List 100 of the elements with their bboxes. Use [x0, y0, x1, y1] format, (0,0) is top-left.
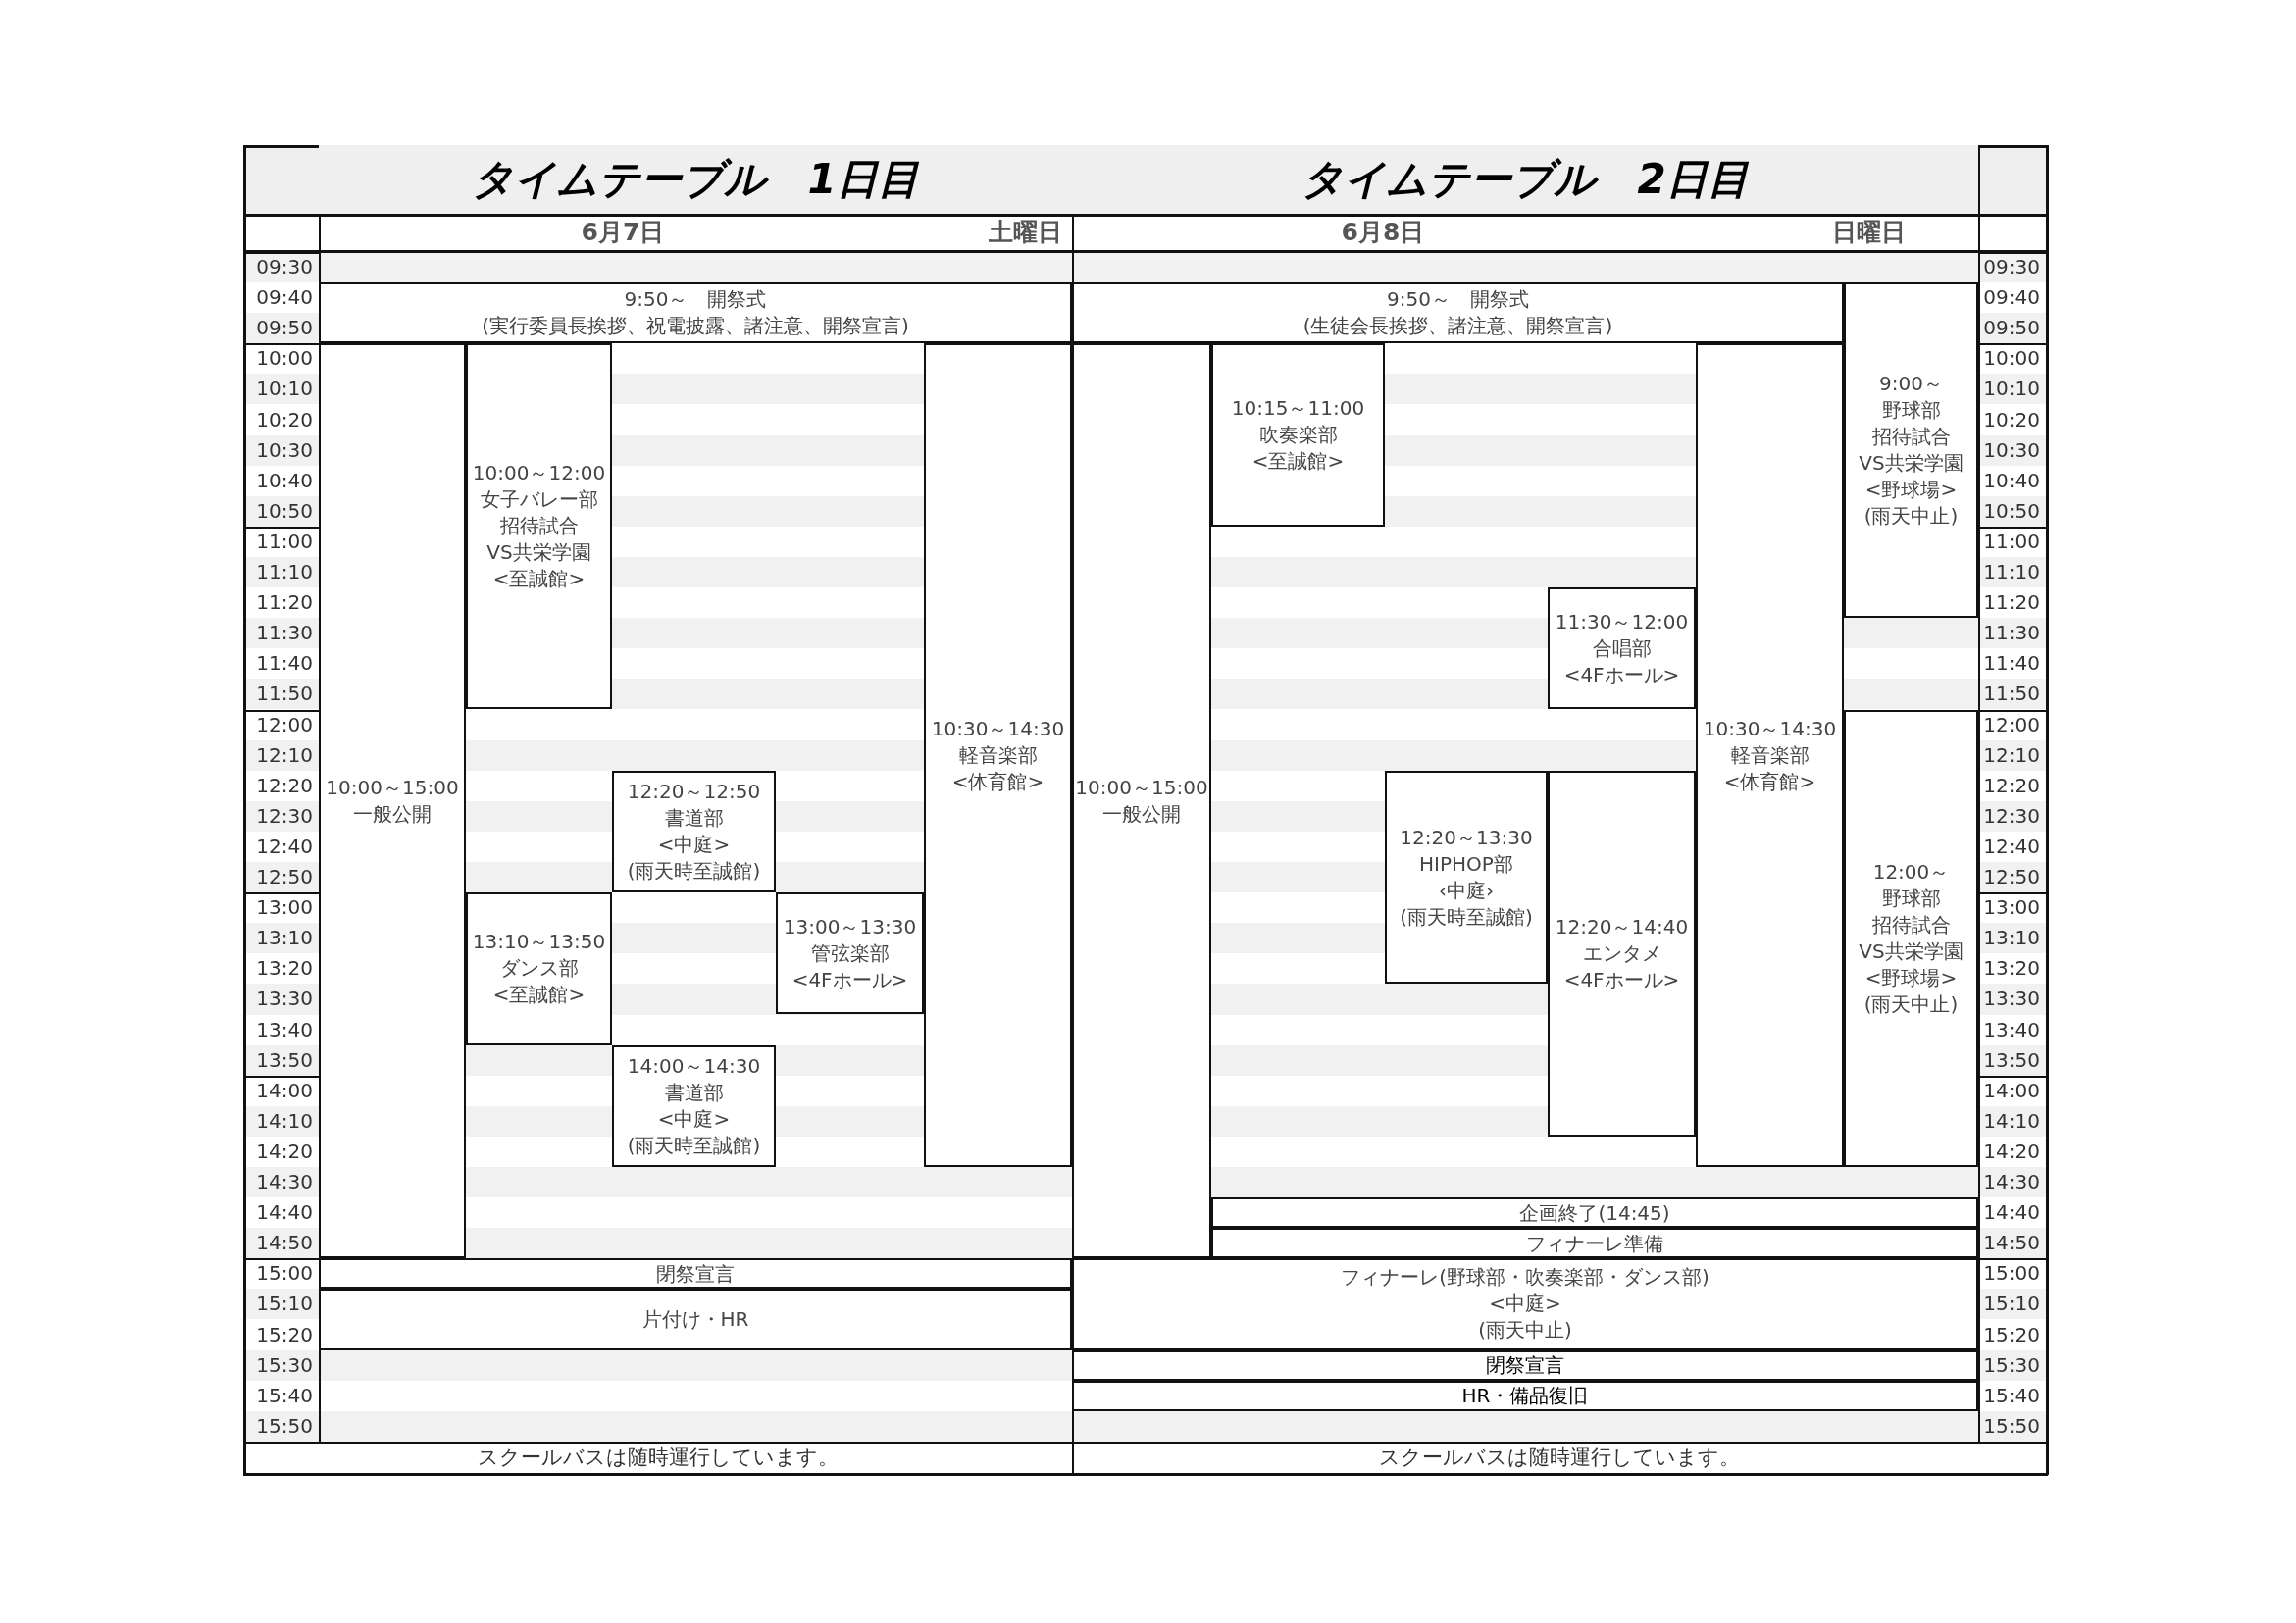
day-title: タイムテーブル 2日目: [1072, 145, 1978, 214]
event-text: ‹中庭›: [1439, 877, 1494, 904]
time-label: 11:10: [1982, 559, 2040, 585]
time-label: 11:40: [255, 650, 313, 678]
time-label: 15:30: [255, 1351, 313, 1379]
time-label: 10:10: [1982, 376, 2040, 403]
event-text: <中庭>: [1489, 1291, 1561, 1318]
event-text: (実行委員長挨拶、祝電披露、諸注意、開祭宣言): [482, 313, 909, 340]
event-box: [1844, 709, 1978, 1167]
event-box: [319, 1258, 1072, 1290]
time-label: 14:50: [255, 1230, 313, 1257]
time-label: 15:30: [1982, 1351, 2040, 1379]
time-label: 10:40: [1982, 467, 2040, 494]
time-label: 13:00: [255, 894, 313, 922]
event-text: 12:20～12:50: [627, 778, 761, 805]
time-label: 11:30: [255, 620, 313, 647]
event-text: (雨天時至誠館): [627, 1132, 761, 1159]
time-label: 12:40: [1982, 833, 2040, 860]
event-text: 14:00～14:30: [627, 1052, 761, 1080]
event-text: 企画終了(14:45): [1519, 1200, 1670, 1225]
event-box: [1696, 343, 1844, 1167]
event-text: (生徒会長挨拶、諸注意、開祭宣言): [1302, 313, 1613, 340]
time-label: 12:00: [255, 711, 313, 738]
event-text: <中庭>: [657, 1105, 731, 1133]
event-text: <中庭>: [657, 831, 731, 858]
time-label: 11:10: [255, 559, 313, 585]
event-text: 片付け・HR: [641, 1306, 749, 1333]
time-label: 13:10: [255, 925, 313, 952]
event-text: 女子バレー部: [480, 486, 598, 514]
time-label: 10:30: [1982, 436, 2040, 464]
event-text: (雨天時至誠館): [1400, 903, 1533, 931]
time-label: 12:20: [1982, 772, 2040, 799]
event-text: VS共栄学園: [1859, 450, 1964, 478]
event-box: [1385, 770, 1548, 985]
event-box: [1072, 1380, 1978, 1411]
event-box: [1211, 343, 1385, 527]
event-box: [776, 892, 924, 1015]
time-label: 14:20: [255, 1138, 313, 1165]
time-label: 14:00: [1982, 1077, 2040, 1104]
time-label: 13:00: [1982, 894, 2040, 922]
event-box: [466, 343, 612, 710]
event-text: 9:50～ 開祭式: [1387, 286, 1529, 314]
time-label: 14:40: [1982, 1199, 2040, 1227]
time-label: 09:50: [1982, 315, 2040, 342]
event-text: 9:50～ 開祭式: [624, 286, 767, 314]
event-text: <至誠館>: [492, 566, 586, 593]
event-text: 軽音楽部: [1730, 741, 1810, 769]
time-label: 10:30: [255, 436, 313, 464]
time-label: 12:10: [255, 741, 313, 769]
time-label: 11:20: [1982, 589, 2040, 617]
event-box: [1072, 343, 1211, 1259]
event-text: フィナーレ(野球部・吹奏楽部・ダンス部): [1341, 1264, 1709, 1292]
event-text: <体育館>: [1723, 768, 1816, 795]
event-text: 書道部: [664, 804, 724, 832]
time-label: 15:20: [255, 1321, 313, 1348]
event-box: [1072, 282, 1844, 344]
time-label: 13:10: [1982, 925, 2040, 952]
event-text: 9:00～: [1879, 371, 1943, 398]
event-box: [319, 282, 1072, 344]
time-label: 15:40: [255, 1382, 313, 1409]
time-label: 10:50: [1982, 497, 2040, 525]
time-label: 11:00: [255, 528, 313, 555]
event-box: [1211, 1197, 1978, 1229]
event-text: 書道部: [664, 1079, 724, 1106]
time-label: 10:20: [255, 406, 313, 433]
event-text: 合唱部: [1592, 634, 1652, 662]
time-label: 12:40: [255, 833, 313, 860]
event-text: <至誠館>: [492, 982, 586, 1009]
event-text: 13:00～13:30: [783, 913, 917, 940]
time-label: 09:50: [255, 315, 313, 342]
time-label: 12:20: [255, 772, 313, 799]
time-label: 14:00: [255, 1077, 313, 1104]
time-label: 10:10: [255, 376, 313, 403]
time-label: 09:40: [255, 284, 313, 312]
time-label: 12:00: [1982, 711, 2040, 738]
event-text: 招待試合: [499, 513, 579, 540]
time-label: 14:10: [255, 1107, 313, 1135]
time-label: 14:50: [1982, 1230, 2040, 1257]
event-text: <体育館>: [951, 768, 1045, 795]
time-label: 14:30: [255, 1169, 313, 1195]
time-label: 13:30: [255, 986, 313, 1013]
time-label: 14:30: [1982, 1169, 2040, 1195]
time-label: 09:30: [1982, 254, 2040, 280]
time-label: 15:00: [255, 1260, 313, 1288]
time-label: 14:40: [255, 1199, 313, 1227]
event-text: 野球部: [1881, 885, 1941, 912]
event-text: 招待試合: [1871, 424, 1951, 451]
event-text: (雨天中止): [1863, 990, 1959, 1018]
event-text: フィナーレ準備: [1526, 1231, 1663, 1255]
event-box: [1072, 1349, 1978, 1381]
event-text: 10:15～11:00: [1231, 395, 1365, 423]
event-text: HIPHOP部: [1419, 850, 1513, 878]
time-label: 12:50: [1982, 864, 2040, 890]
event-text: <至誠館>: [1251, 448, 1345, 476]
time-label: 15:20: [1982, 1321, 2040, 1348]
time-label: 09:40: [1982, 284, 2040, 312]
weekday-label: 日曜日: [1830, 217, 1907, 248]
time-label: 10:00: [1982, 345, 2040, 373]
event-text: 13:10～13:50: [472, 929, 606, 956]
time-label: 14:10: [1982, 1107, 2040, 1135]
